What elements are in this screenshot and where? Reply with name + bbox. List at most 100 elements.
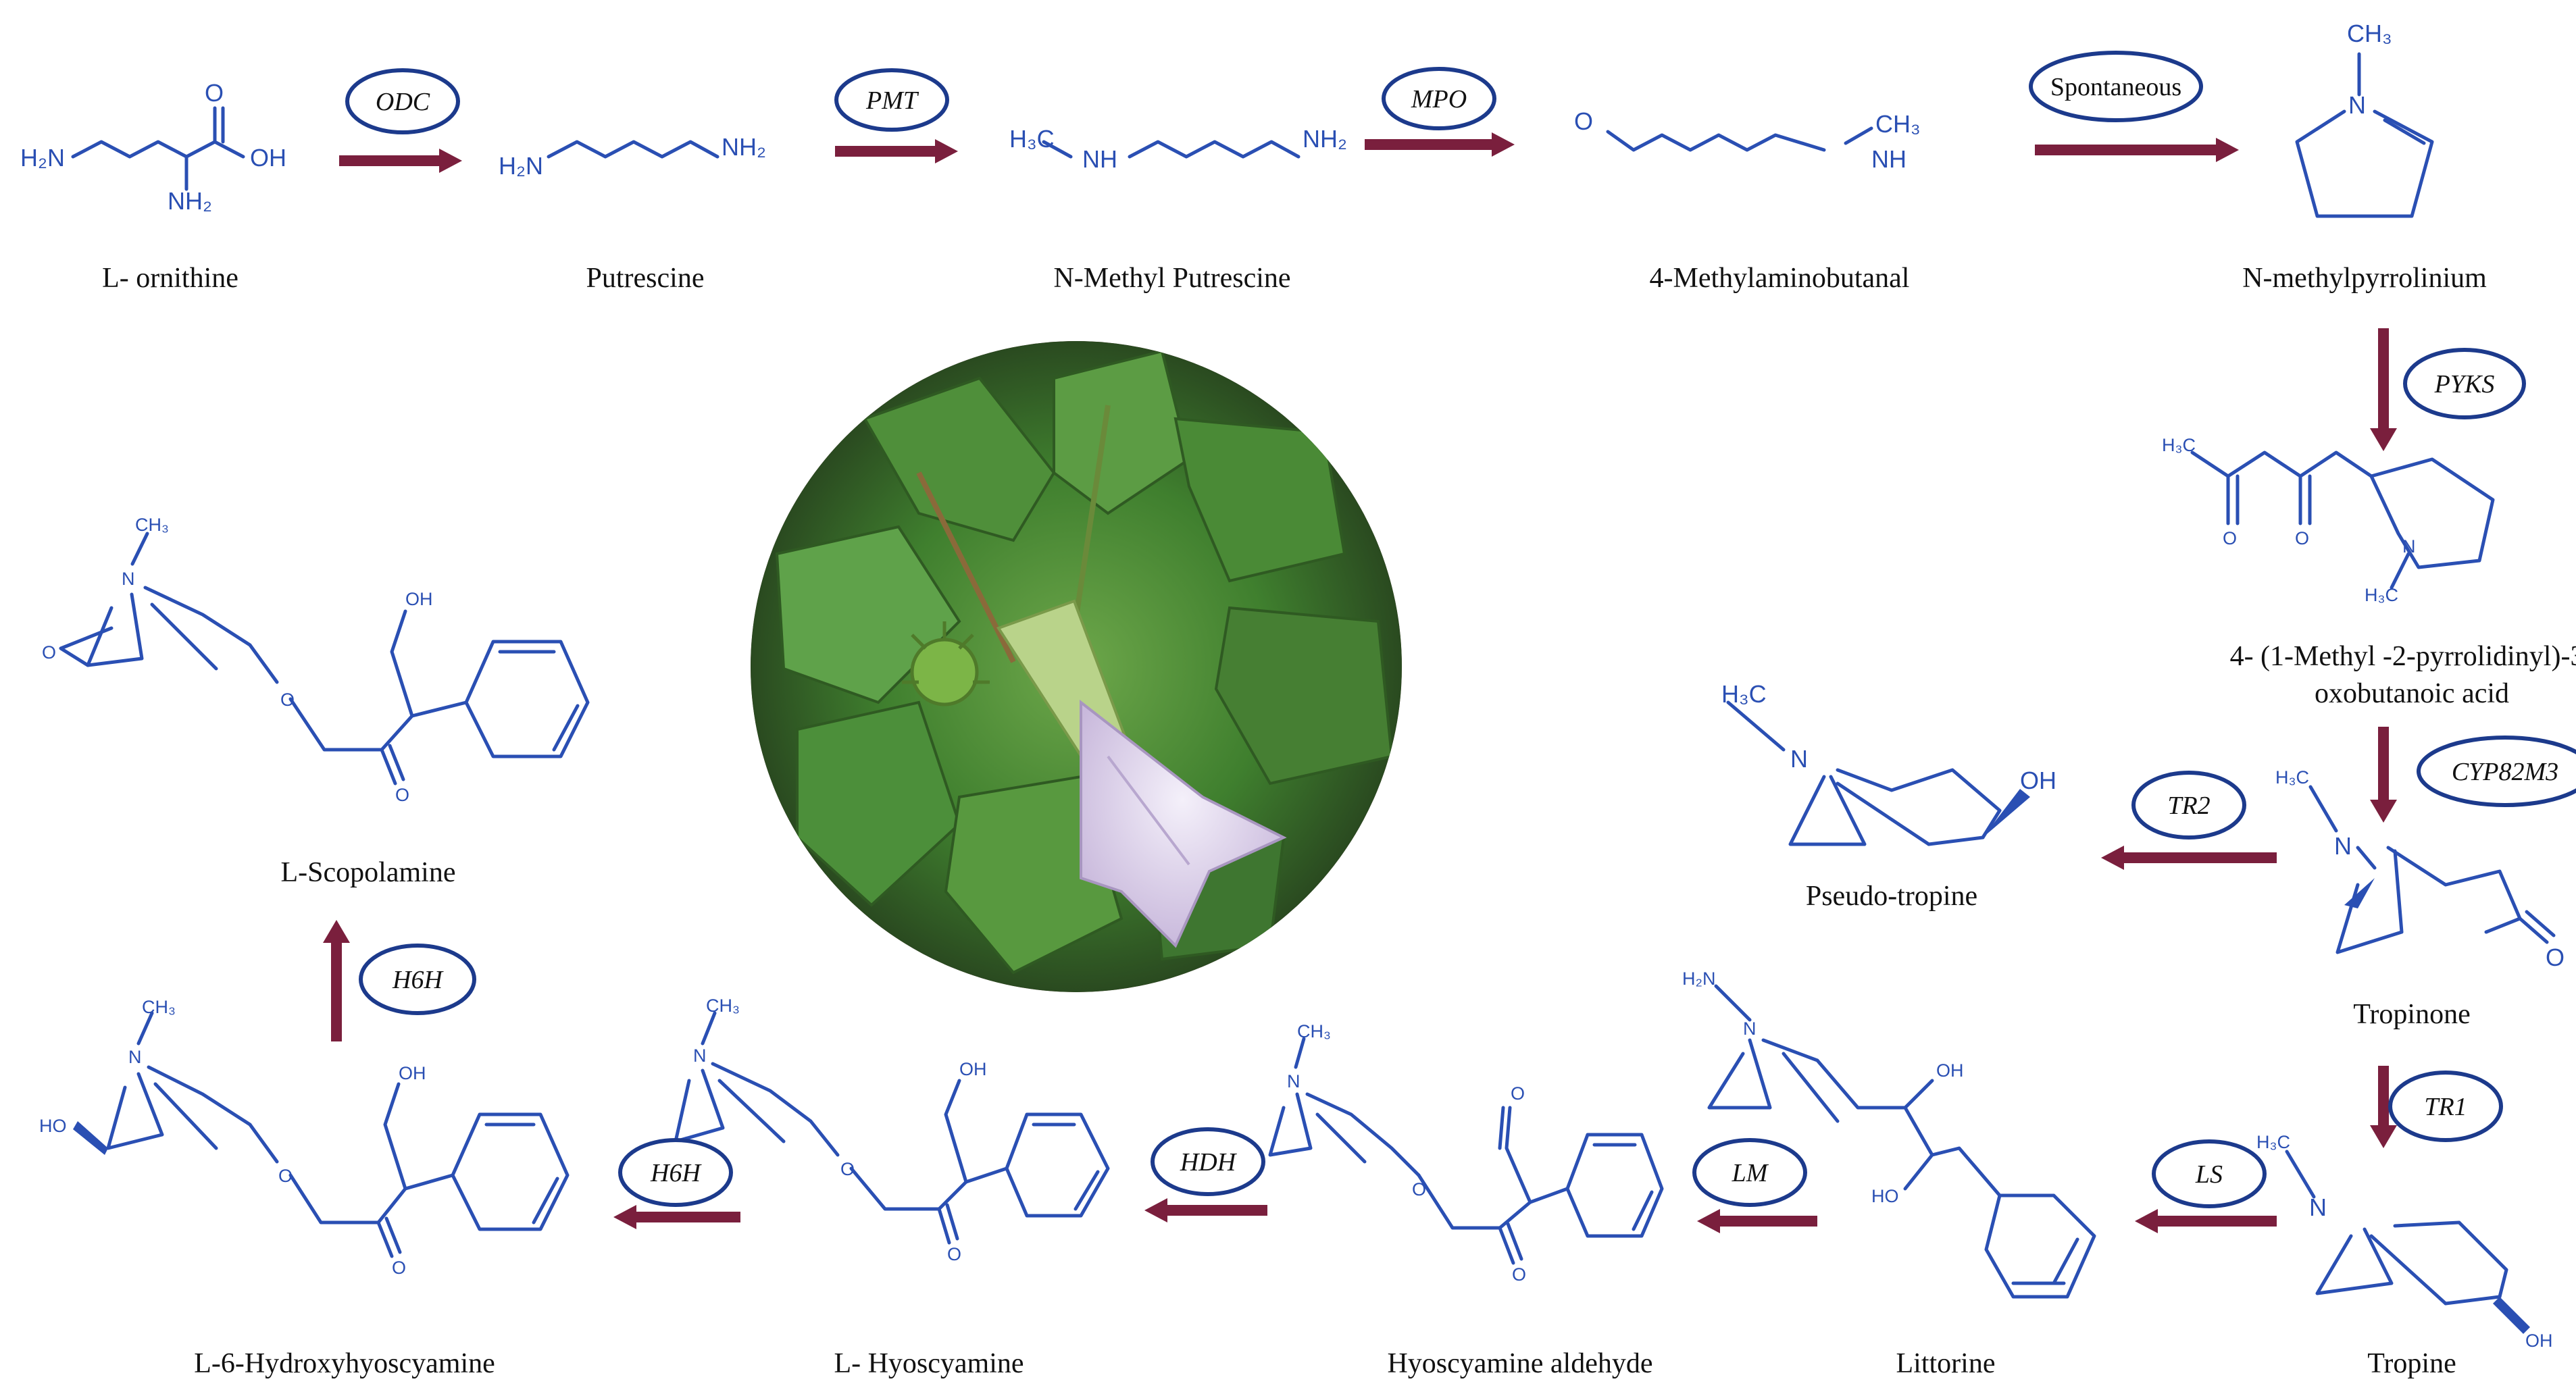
enzyme-odc-badge xyxy=(345,68,460,134)
enzyme-tr2-badge xyxy=(2131,771,2246,840)
atom-n: N xyxy=(122,569,135,589)
atom-ch3: CH₃ xyxy=(142,997,176,1017)
arrow-pyks xyxy=(2378,328,2389,430)
structure-pseudotropine: H₃C N OH xyxy=(1721,680,2056,846)
atom-o: O xyxy=(2546,944,2565,971)
arrow-odc xyxy=(339,155,440,166)
atom-h3c: H₃C xyxy=(2275,767,2309,788)
atom-ch3: CH₃ xyxy=(1875,110,1921,138)
atom-oh: OH xyxy=(2020,767,2056,794)
enzyme-pyks-badge xyxy=(2403,348,2526,419)
atom-h3c: H₃C xyxy=(2256,1132,2290,1152)
atom-o: O xyxy=(1412,1179,1426,1200)
label-pseudotropine: Pseudo-tropine xyxy=(1806,881,1977,912)
atom-h3c: H₃C xyxy=(1009,125,1055,153)
structure-hydroxyhyoscyamine: CH₃ N HO O OH O xyxy=(39,997,570,1278)
atom-oh: OH xyxy=(959,1059,987,1079)
plant-photo xyxy=(751,341,1402,992)
atom-n: N xyxy=(1790,745,1808,773)
label-tropinone: Tropinone xyxy=(2353,999,2470,1030)
atom-h2n: H₂N xyxy=(20,144,65,172)
atom-o: O xyxy=(2295,528,2309,548)
atom-nh2: NH₂ xyxy=(722,133,766,161)
structure-tropine: H₃C N OH xyxy=(2256,1132,2553,1351)
structure-hyoscyamine-aldehyde: CH₃ N O O O xyxy=(1268,1021,1664,1285)
enzyme-mpo: MPO xyxy=(1411,85,1467,113)
enzyme-spontaneous: Spontaneous xyxy=(2050,73,2181,101)
atom-o: O xyxy=(205,79,224,107)
atom-oh: OH xyxy=(250,144,286,172)
atom-oh: OH xyxy=(405,589,433,609)
atom-o: O xyxy=(2223,528,2237,548)
atom-h3c: H₃C xyxy=(1721,680,1767,708)
atom-o: O xyxy=(840,1159,855,1179)
arrow-spontaneous xyxy=(2035,145,2217,155)
atom-o: O xyxy=(395,785,409,805)
structure-tropinone: H₃C N O xyxy=(2275,767,2565,971)
atom-h3c: H₃C xyxy=(2162,435,2196,455)
atom-n: N xyxy=(2402,536,2416,557)
atom-nh2: H₂N xyxy=(1682,969,1715,989)
atom-nh2: NH₂ xyxy=(1303,125,1347,153)
structure-littorine: H₂N N OH HO xyxy=(1682,969,2096,1299)
atom-ch3: CH₃ xyxy=(1297,1021,1331,1041)
label-nmethylpyrrolinium: N-methylpyrrolinium xyxy=(2242,263,2487,294)
arrow-cyp82m3 xyxy=(2378,727,2389,801)
enzyme-mpo-badge xyxy=(1382,67,1496,130)
label-methylaminobutanal: 4-Methylaminobutanal xyxy=(1650,263,1910,294)
label-hyoscyamine-aldehyde: Hyoscyamine aldehyde xyxy=(1387,1348,1652,1379)
atom-n: N xyxy=(2334,832,2352,860)
arrow-h6h-up xyxy=(331,942,342,1041)
atom-nh: NH xyxy=(1082,145,1117,173)
atom-oh: OH xyxy=(399,1063,426,1083)
label-nmethylputrescine: N-Methyl Putrescine xyxy=(1053,263,1290,294)
structure-methylaminobutanal: O CH₃ NH xyxy=(1574,107,1921,173)
structure-putrescine: H₂N NH₂ xyxy=(499,133,766,180)
atom-o: O xyxy=(947,1244,961,1264)
atom-ch3: CH₃ xyxy=(2347,20,2392,47)
structure-oxobutanoic-acid: H₃C O O N H₃C xyxy=(2162,435,2495,605)
enzyme-spontaneous-badge xyxy=(2029,51,2203,122)
atom-h2n: H₂N xyxy=(499,152,543,180)
arrow-tr1 xyxy=(2378,1066,2389,1127)
atom-o: O xyxy=(42,642,56,663)
label-hydroxyhyoscyamine: L-6-Hydroxyhyoscyamine xyxy=(194,1348,495,1379)
structure-nmethylpyrrolinium: N CH₃ xyxy=(2295,20,2434,218)
atom-nh: NH xyxy=(1871,145,1906,173)
arrow-pmt xyxy=(835,146,936,157)
atom-ch3: CH₃ xyxy=(135,515,169,535)
label-oxobutanoic-line1: 4- (1-Methyl -2-pyrrolidinyl)-3- xyxy=(2230,641,2576,672)
enzyme-pmt: PMT xyxy=(865,86,919,115)
enzyme-h6h-up: H6H xyxy=(392,966,444,994)
enzyme-lm: LM xyxy=(1732,1159,1769,1187)
atom-h3c: H₃C xyxy=(2365,585,2398,605)
enzyme-ls: LS xyxy=(2195,1160,2223,1189)
label-tropine: Tropine xyxy=(2367,1348,2456,1379)
atom-n: N xyxy=(693,1046,707,1066)
enzyme-lm-badge xyxy=(1692,1138,1807,1207)
enzyme-hdh-badge xyxy=(1151,1127,1265,1196)
atom-n: N xyxy=(1287,1071,1300,1091)
arrow-mpo xyxy=(1365,139,1493,150)
enzyme-h6h-up-badge xyxy=(359,944,476,1015)
atom-o: O xyxy=(278,1166,293,1186)
arrow-hdh xyxy=(1166,1205,1267,1216)
atom-o: O xyxy=(1574,107,1593,135)
atom-ho: HO xyxy=(39,1116,67,1136)
label-littorine: Littorine xyxy=(1896,1348,1996,1379)
atom-n: N xyxy=(1743,1019,1757,1039)
structure-hyoscyamine: CH₃ N O OH O xyxy=(674,996,1110,1264)
atom-oh: OH xyxy=(1936,1060,1964,1081)
enzyme-tr2: TR2 xyxy=(2167,792,2210,820)
label-hyoscyamine: L- Hyoscyamine xyxy=(834,1348,1024,1379)
arrow-tr2 xyxy=(2123,852,2277,863)
enzyme-ls-badge xyxy=(2152,1139,2267,1208)
label-putrescine: Putrescine xyxy=(586,263,705,294)
enzyme-pyks: PYKS xyxy=(2434,370,2495,398)
enzyme-tr1: TR1 xyxy=(2424,1093,2467,1121)
arrow-lm xyxy=(1719,1216,1817,1227)
structure-scopolamine: CH₃ N O O OH O xyxy=(42,515,590,805)
label-oxobutanoic-line2: oxobutanoic acid xyxy=(2315,678,2509,709)
enzyme-cyp82m3: CYP82M3 xyxy=(2452,758,2558,786)
